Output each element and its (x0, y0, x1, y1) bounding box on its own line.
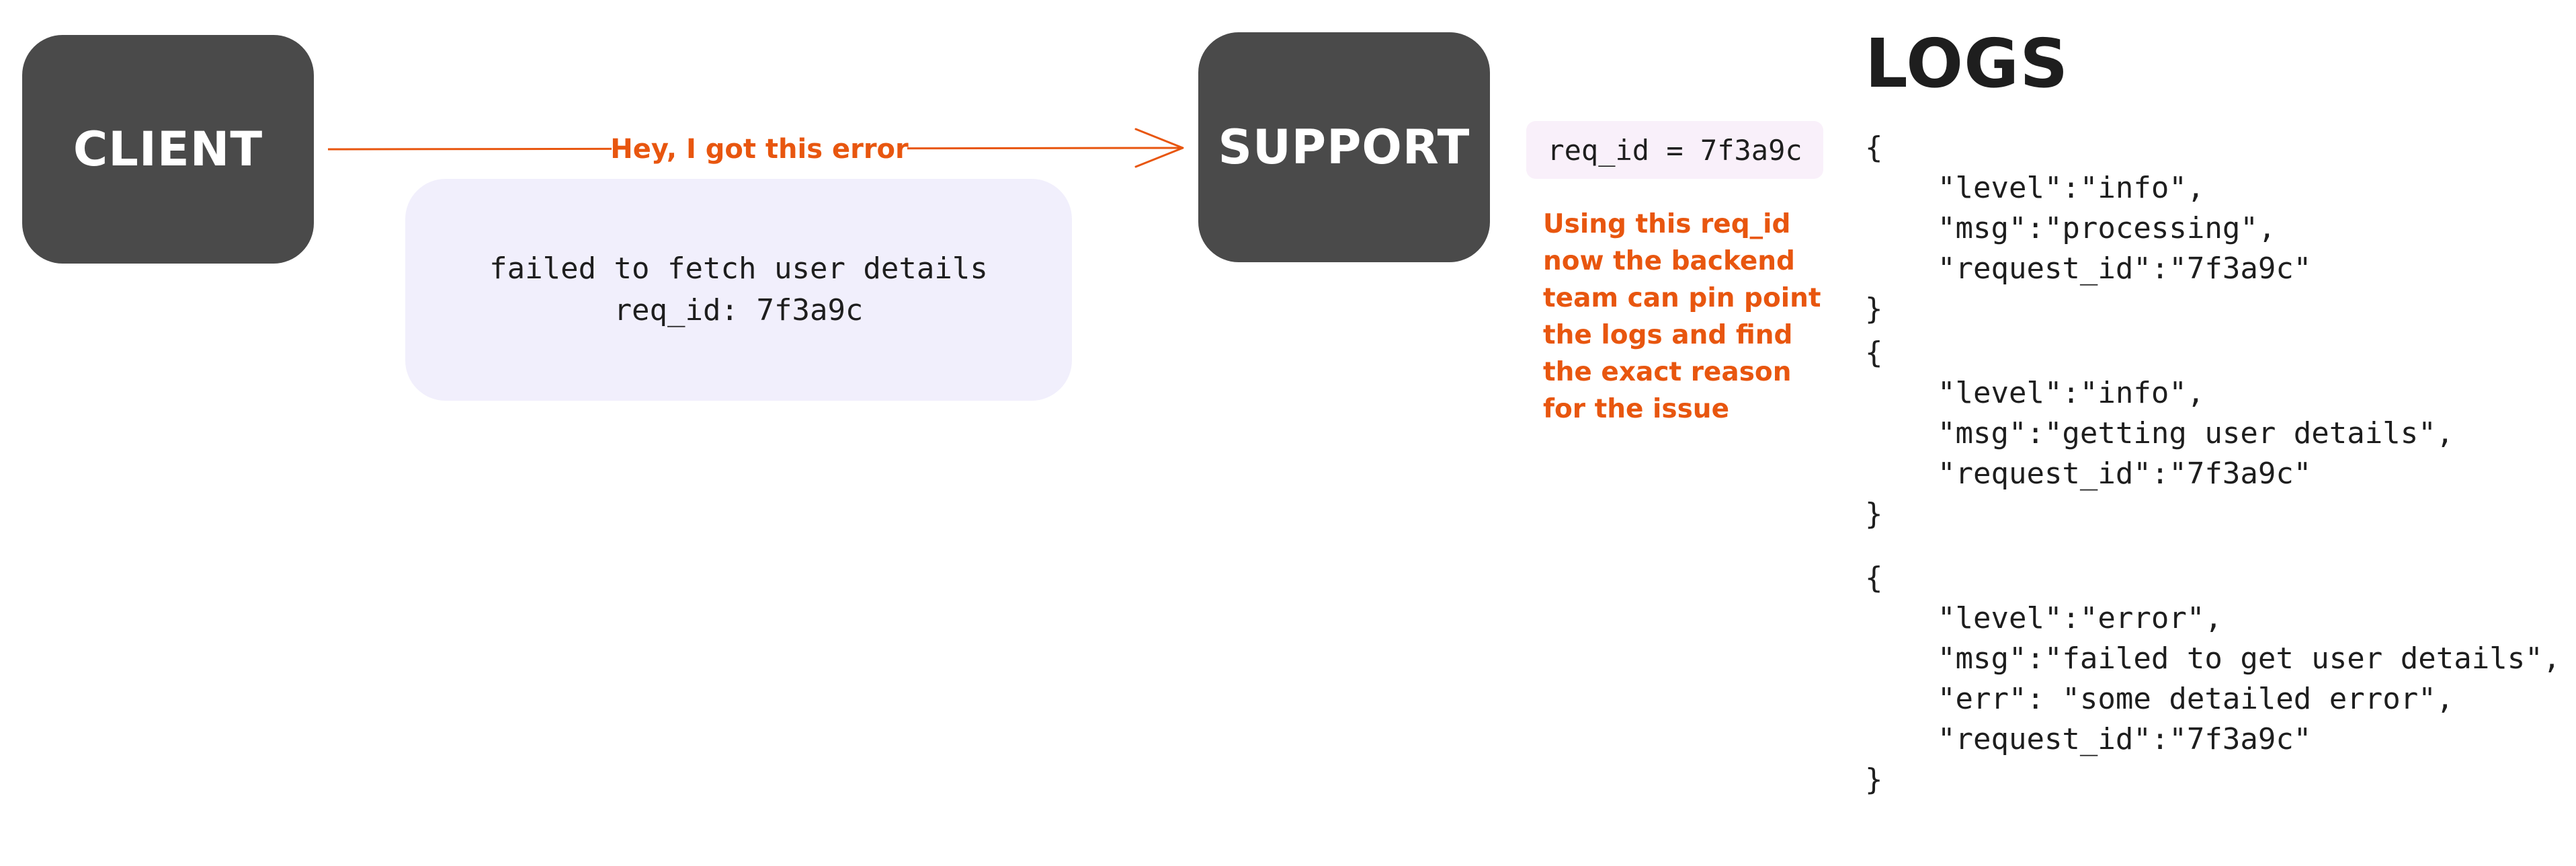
log-field: "request_id":"7f3a9c" (1938, 457, 2312, 491)
arrow-head (1134, 128, 1184, 168)
log-close-brace: } (1865, 762, 1883, 797)
log-field: "request_id":"7f3a9c" (1938, 722, 2312, 756)
log-open-brace: { (1865, 336, 1883, 370)
annotation-line: Using this req_id (1543, 209, 1791, 239)
client-node: CLIENT (22, 35, 314, 264)
support-node: SUPPORT (1198, 32, 1490, 262)
annotation-line: the exact reason (1543, 357, 1792, 387)
support-label: SUPPORT (1218, 120, 1470, 175)
annotation-line: for the issue (1543, 394, 1730, 424)
log-field: "msg":"processing", (1938, 211, 2276, 245)
annotation-line: team can pin point (1543, 283, 1821, 313)
error-message-text: failed to fetch user details (489, 251, 988, 286)
annotation-line: now the backend (1543, 246, 1795, 276)
backend-annotation: Using this req_id now the backend team c… (1543, 206, 1825, 428)
arrow-label: Hey, I got this error (610, 129, 909, 169)
logs-title: LOGS (1865, 24, 2069, 103)
log-field: "request_id":"7f3a9c" (1938, 251, 2312, 286)
log-field: "level":"error", (1938, 601, 2222, 635)
log-open-brace: { (1865, 130, 1883, 165)
log-field: "msg":"failed to get user details", (1938, 641, 2561, 676)
log-entry: { "level":"info", "msg":"processing", "r… (1865, 128, 2311, 329)
req-id-chip: req_id = 7f3a9c (1526, 121, 1823, 179)
log-field: "level":"info", (1938, 376, 2205, 410)
annotation-line: the logs and find (1543, 320, 1793, 350)
log-entry: { "level":"info", "msg":"getting user de… (1865, 333, 2454, 535)
log-entry: { "level":"error", "msg":"failed to get … (1865, 558, 2561, 800)
log-open-brace: { (1865, 561, 1883, 595)
client-label: CLIENT (73, 122, 263, 177)
log-field: "msg":"getting user details", (1938, 416, 2454, 450)
log-close-brace: } (1865, 497, 1883, 531)
log-close-brace: } (1865, 292, 1883, 326)
error-message-req-id: req_id: 7f3a9c (614, 293, 864, 327)
log-field: "err": "some detailed error", (1938, 682, 2454, 716)
error-message-box: failed to fetch user details req_id: 7f3… (405, 179, 1072, 401)
log-field: "level":"info", (1938, 171, 2205, 205)
